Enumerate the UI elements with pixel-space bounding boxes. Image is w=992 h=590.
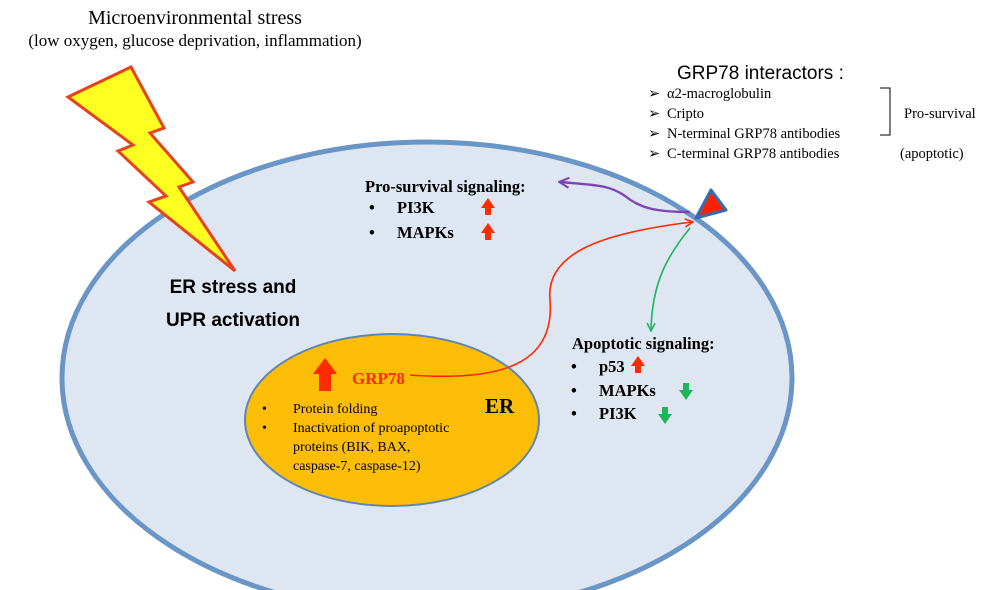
er-stress-label: ER stress and — [170, 277, 297, 298]
apoptotic-title: Apoptotic signaling: — [572, 334, 715, 353]
prosurvival-title: Pro-survival signaling: — [365, 177, 526, 196]
down-arrow-icon — [658, 407, 672, 424]
up-arrow-icon — [481, 223, 495, 240]
er-organelle — [244, 333, 540, 507]
er-function-item: proteins (BIK, BAX, — [293, 440, 410, 455]
apoptotic-list: • p53 • MAPKs • PI3K — [571, 357, 656, 423]
interactor-marker: ➢ — [648, 146, 660, 162]
interactors-list: ➢ α2-macroglobulin ➢ Cripto ➢ N-terminal… — [648, 86, 841, 162]
lightning-bolt-icon — [65, 65, 237, 273]
down-arrow-icon — [679, 383, 693, 400]
apoptotic-item-label: p53 — [599, 357, 625, 376]
prosurvival-list: • PI3K • MAPKs — [369, 198, 454, 242]
interactor-item: C-terminal GRP78 antibodies — [667, 146, 840, 162]
interactor-marker: ➢ — [648, 106, 660, 122]
prosurvival-item-label: PI3K — [397, 198, 435, 217]
bullet: • — [369, 198, 375, 217]
bullet: • — [571, 381, 577, 400]
interactor-item: N-terminal GRP78 antibodies — [667, 126, 841, 142]
er-function-item: Inactivation of proapoptotic — [293, 421, 449, 436]
up-arrow-icon — [631, 356, 645, 373]
bullet: • — [571, 357, 577, 376]
bullet: • — [369, 223, 375, 242]
er-function-item: caspase-7, caspase-12) — [293, 459, 421, 474]
upr-activation-label: UPR activation — [166, 310, 300, 331]
grp78-to-receptor-arrow — [409, 222, 692, 378]
receptor-to-apoptotic-arrow — [651, 227, 691, 330]
stress-title: Microenvironmental stress — [88, 7, 302, 29]
stress-subtitle: (low oxygen, glucose deprivation, inflam… — [28, 31, 361, 50]
apoptotic-item-label: PI3K — [599, 404, 637, 423]
prosurvival-bracket-label: Pro-survival — [904, 106, 976, 122]
interactor-marker: ➢ — [648, 86, 660, 102]
bullet: • — [571, 404, 577, 423]
interactors-title: GRP78 interactors : — [677, 63, 844, 84]
interactor-item: Cripto — [667, 106, 704, 122]
grp78-receptor-icon — [694, 188, 728, 220]
apoptotic-item-label: MAPKs — [599, 381, 656, 400]
bullet: • — [262, 402, 267, 417]
apoptotic-interactor-label: (apoptotic) — [900, 146, 964, 162]
up-arrow-icon — [481, 198, 495, 215]
grp78-up-arrow-icon — [313, 358, 337, 391]
bullet: • — [262, 421, 267, 436]
prosurvival-bracket — [880, 87, 891, 136]
er-function-item: Protein folding — [293, 402, 377, 417]
receptor-to-prosurvival-arrow — [560, 182, 691, 214]
er-label: ER — [485, 394, 515, 418]
interactor-marker: ➢ — [648, 126, 660, 142]
interactor-item: α2-macroglobulin — [667, 86, 772, 102]
er-functions-list: • Protein folding • Inactivation of proa… — [262, 402, 449, 474]
prosurvival-item-label: MAPKs — [397, 223, 454, 242]
grp78-label: GRP78 — [352, 369, 405, 388]
